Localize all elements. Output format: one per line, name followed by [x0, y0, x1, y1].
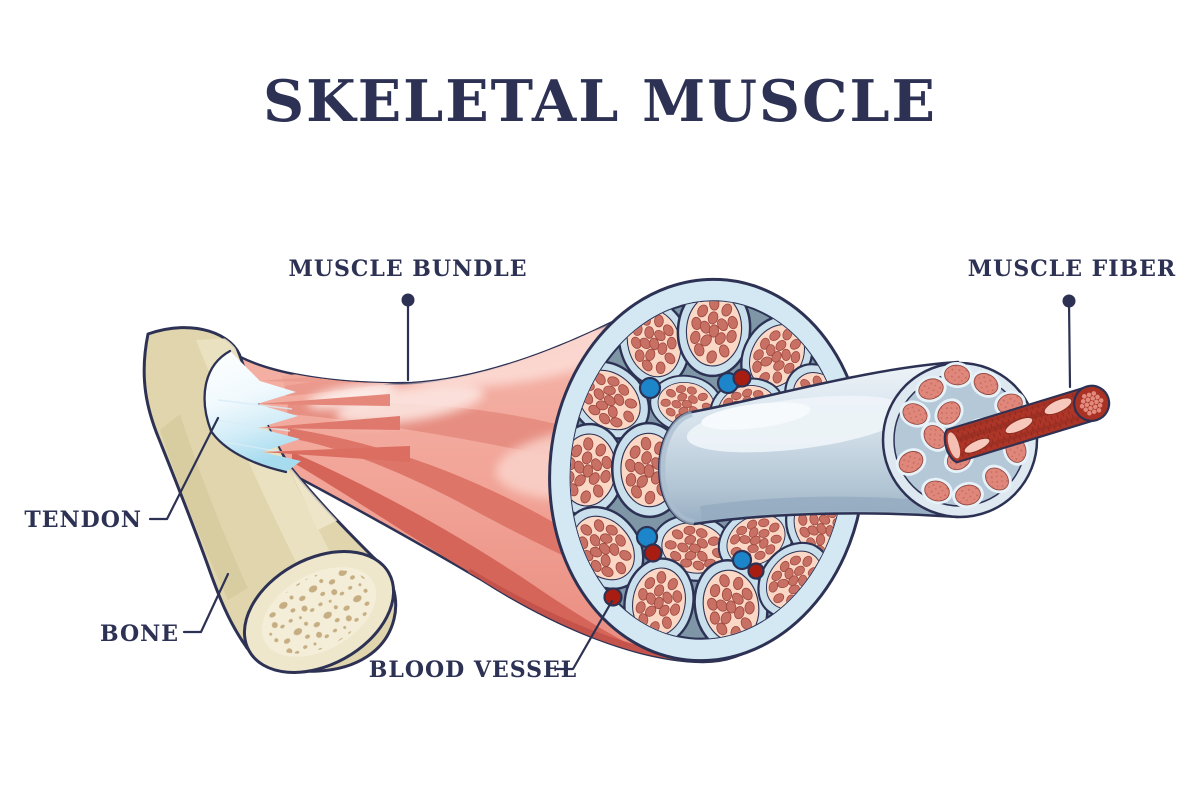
myofibril-honeycomb [1079, 391, 1104, 416]
tendon-leader-line [148, 416, 220, 521]
vein-dots [635, 371, 753, 571]
tendon-label: TENDON [24, 507, 142, 533]
muscle-fiber-leader-line [1062, 294, 1076, 389]
muscle-bundle-leader-line [401, 293, 415, 382]
page-title: SKELETAL MUSCLE [263, 68, 937, 135]
blood-vessel-label: BLOOD VESSEL [369, 657, 578, 683]
muscle-bundles [554, 287, 860, 653]
muscle-bundle-label: MUSCLE BUNDLE [288, 256, 527, 282]
bone-cross-section [242, 550, 396, 674]
muscle-fiber-label: MUSCLE FIBER [968, 256, 1176, 282]
blood-vessel-leader-line [554, 599, 614, 671]
leader-lines [148, 293, 1076, 671]
blood-vessel-target-dot [603, 587, 623, 607]
fiber-end-cap [1073, 384, 1111, 422]
bone-leader-line [182, 572, 230, 634]
tendon-fan [204, 351, 301, 472]
muscle-bundle-cylinder [658, 360, 960, 526]
fiber-membrane-patches [963, 397, 1073, 454]
bone-spongy-speckles [265, 570, 373, 654]
artery-dots [643, 368, 765, 580]
muscle-fiber-rod [943, 384, 1111, 464]
bone-label: BONE [100, 621, 179, 647]
